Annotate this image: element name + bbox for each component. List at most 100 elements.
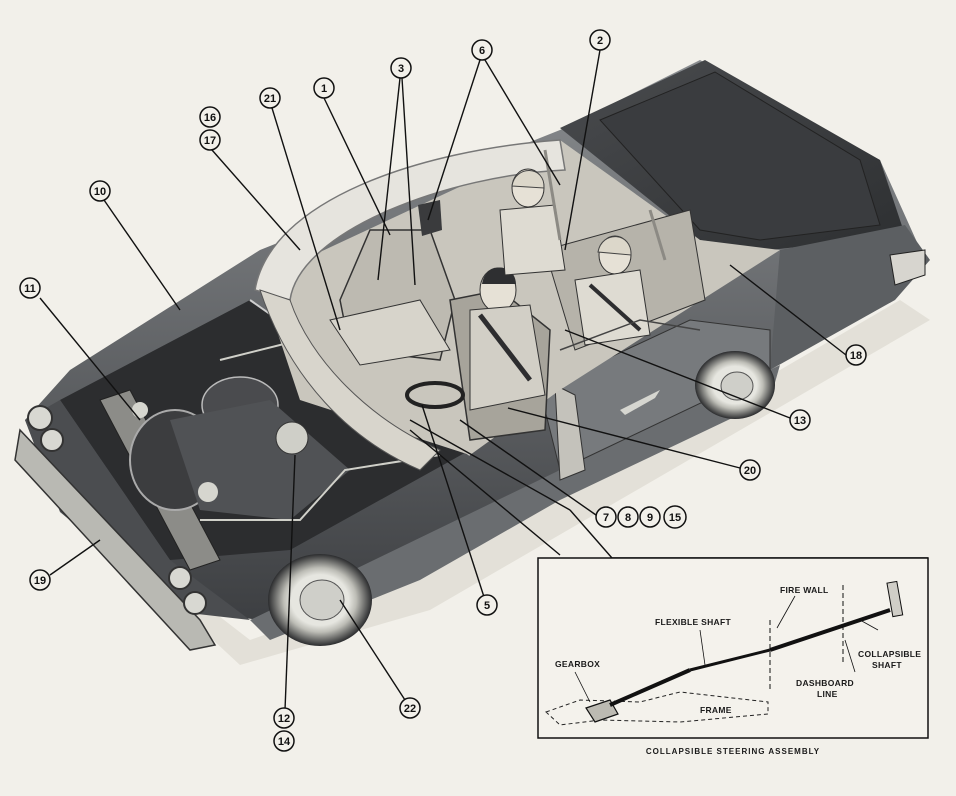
callout-20: 20 bbox=[739, 459, 761, 481]
svg-text:16: 16 bbox=[204, 112, 216, 124]
front-hubcap bbox=[299, 579, 345, 621]
headrest bbox=[418, 200, 442, 236]
callout-10: 10 bbox=[89, 180, 111, 202]
rear-fender bbox=[770, 225, 930, 370]
svg-text:18: 18 bbox=[850, 350, 862, 362]
passenger-hair-2 bbox=[597, 236, 632, 256]
leader-11 bbox=[39, 297, 141, 421]
flexible-shaft bbox=[689, 648, 771, 672]
svg-text:9: 9 bbox=[647, 512, 653, 524]
gearbox-label: GEARBOX bbox=[555, 659, 600, 669]
leader-22 bbox=[339, 599, 406, 701]
front-bumper bbox=[14, 428, 217, 651]
passenger-body-1 bbox=[499, 204, 566, 276]
headlight bbox=[40, 428, 64, 452]
lower-shaft bbox=[609, 668, 691, 707]
leader-6a bbox=[427, 59, 481, 221]
steering-inset: FIRE WALL FLEXIBLE SHAFT GEARBOX FRAME C… bbox=[537, 557, 929, 739]
svg-text:11: 11 bbox=[24, 283, 36, 295]
svg-text:15: 15 bbox=[669, 512, 681, 524]
cabin-floor bbox=[260, 140, 780, 455]
svg-text:22: 22 bbox=[404, 703, 416, 715]
svg-text:6: 6 bbox=[479, 45, 485, 57]
passenger-hair-1 bbox=[511, 170, 545, 189]
callout-7: 7 bbox=[595, 506, 617, 528]
car-shadow bbox=[30, 300, 930, 665]
steering-column-head bbox=[886, 580, 904, 618]
callout-12: 12 bbox=[273, 707, 295, 729]
valve-cap bbox=[132, 402, 148, 418]
svg-text:17: 17 bbox=[204, 135, 216, 147]
callout-18: 18 bbox=[845, 344, 867, 366]
engine bbox=[99, 339, 441, 571]
headlight bbox=[27, 405, 53, 431]
steering-wheel bbox=[405, 381, 465, 409]
driver-body bbox=[469, 304, 546, 411]
dashboard-line-label-2: LINE bbox=[817, 689, 838, 699]
svg-text:19: 19 bbox=[34, 575, 46, 587]
leader-13 bbox=[564, 329, 791, 419]
tail-light bbox=[889, 249, 926, 286]
fire-wall-label: FIRE WALL bbox=[780, 585, 829, 595]
door-edge bbox=[559, 319, 701, 351]
svg-text:5: 5 bbox=[484, 600, 490, 612]
driver-belt bbox=[478, 313, 532, 382]
callout-21: 21 bbox=[259, 87, 281, 109]
leader-21 bbox=[271, 107, 341, 331]
leader-10 bbox=[103, 199, 181, 311]
inset-leaders bbox=[574, 595, 879, 703]
svg-text:20: 20 bbox=[744, 465, 756, 477]
callout-3: 3 bbox=[390, 57, 412, 79]
headlight bbox=[168, 566, 192, 590]
windshield bbox=[254, 139, 566, 301]
chrome-spear bbox=[620, 390, 660, 415]
svg-text:14: 14 bbox=[278, 736, 291, 748]
callout-8: 8 bbox=[617, 506, 639, 528]
dashboard bbox=[259, 289, 441, 471]
collapsible-shaft-label-2: SHAFT bbox=[872, 660, 902, 670]
brake-master bbox=[275, 421, 309, 455]
svg-text:7: 7 bbox=[603, 512, 609, 524]
callout-13: 13 bbox=[789, 409, 811, 431]
body-lower-side bbox=[250, 365, 780, 640]
svg-text:3: 3 bbox=[398, 63, 404, 75]
leader-3b bbox=[401, 77, 416, 286]
callout-17: 17 bbox=[199, 129, 221, 151]
callout-15: 15 bbox=[663, 505, 687, 529]
leader-7 bbox=[459, 419, 597, 516]
svg-text:12: 12 bbox=[278, 713, 290, 725]
rear-hubcap bbox=[720, 371, 754, 401]
collapsible-shaft-label-1: COLLAPSIBLE bbox=[858, 649, 921, 659]
trunk-panel bbox=[599, 71, 881, 241]
callout-5: 5 bbox=[476, 594, 498, 616]
leader-2 bbox=[564, 49, 601, 251]
callout-19: 19 bbox=[29, 569, 51, 591]
front-hood-edge bbox=[25, 400, 250, 620]
callout-14: 14 bbox=[273, 730, 295, 752]
svg-text:1: 1 bbox=[321, 83, 327, 95]
leader-12 bbox=[284, 454, 296, 711]
headlight bbox=[183, 591, 207, 615]
leader-20 bbox=[507, 407, 741, 469]
leader-6b bbox=[484, 59, 561, 186]
callout-2: 2 bbox=[589, 29, 611, 51]
callout-9: 9 bbox=[639, 506, 661, 528]
inset-caption: COLLAPSIBLE STEERING ASSEMBLY bbox=[646, 747, 820, 756]
gearbox bbox=[585, 699, 619, 723]
svg-text:13: 13 bbox=[794, 415, 806, 427]
leader-17 bbox=[211, 149, 301, 251]
frame-label: FRAME bbox=[700, 705, 732, 715]
wheels bbox=[268, 351, 775, 646]
callout-22: 22 bbox=[399, 697, 421, 719]
leader-19 bbox=[49, 539, 101, 576]
svg-text:10: 10 bbox=[94, 186, 106, 198]
door-open bbox=[554, 384, 586, 481]
interior bbox=[254, 139, 780, 471]
leader-5 bbox=[421, 404, 486, 601]
front-seat-cushion bbox=[329, 299, 451, 366]
callout-11: 11 bbox=[19, 277, 41, 299]
svg-text:2: 2 bbox=[597, 35, 603, 47]
callout-16: 16 bbox=[199, 106, 221, 128]
